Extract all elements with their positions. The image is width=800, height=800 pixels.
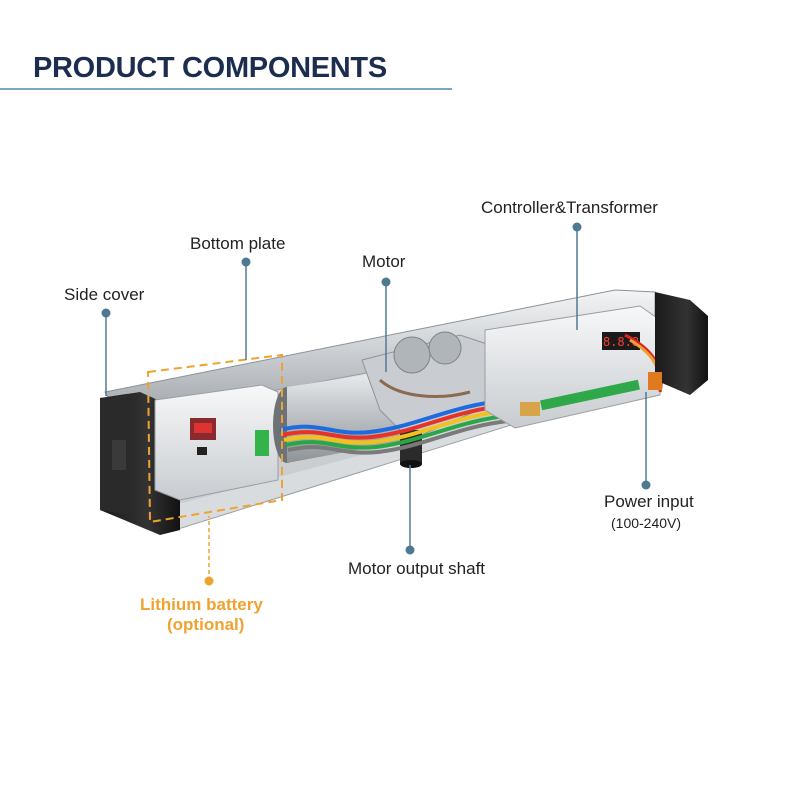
label-motor: Motor (362, 252, 406, 271)
label-lithium-battery-note: (optional) (167, 615, 245, 634)
pointer-motor-output-shaft (405, 465, 415, 555)
label-controller-transformer: Controller&Transformer (481, 198, 658, 217)
pointer-bottom-plate (241, 257, 251, 360)
title-underline (0, 88, 452, 90)
ribbon-cable (279, 378, 519, 455)
page-title: PRODUCT COMPONENTS (33, 52, 387, 84)
pointer-side-cover (101, 308, 111, 396)
pointer-motor (381, 277, 391, 372)
label-side-cover: Side cover (64, 285, 145, 304)
label-lithium-battery: Lithium battery (140, 595, 263, 614)
pointer-controller (572, 222, 582, 330)
battery-box-part (154, 384, 279, 501)
label-motor-output-shaft: Motor output shaft (348, 559, 486, 578)
pointer-power-input (641, 392, 651, 490)
label-bottom-plate: Bottom plate (190, 234, 286, 253)
lithium-battery-highlight (146, 353, 283, 524)
label-power-input: Power input (604, 492, 694, 511)
right-end-cap (624, 292, 708, 395)
controller-box-part: 8.8.8 (484, 305, 661, 429)
pointer-lithium-battery (204, 516, 214, 586)
label-power-input-voltage: (100-240V) (611, 515, 682, 531)
